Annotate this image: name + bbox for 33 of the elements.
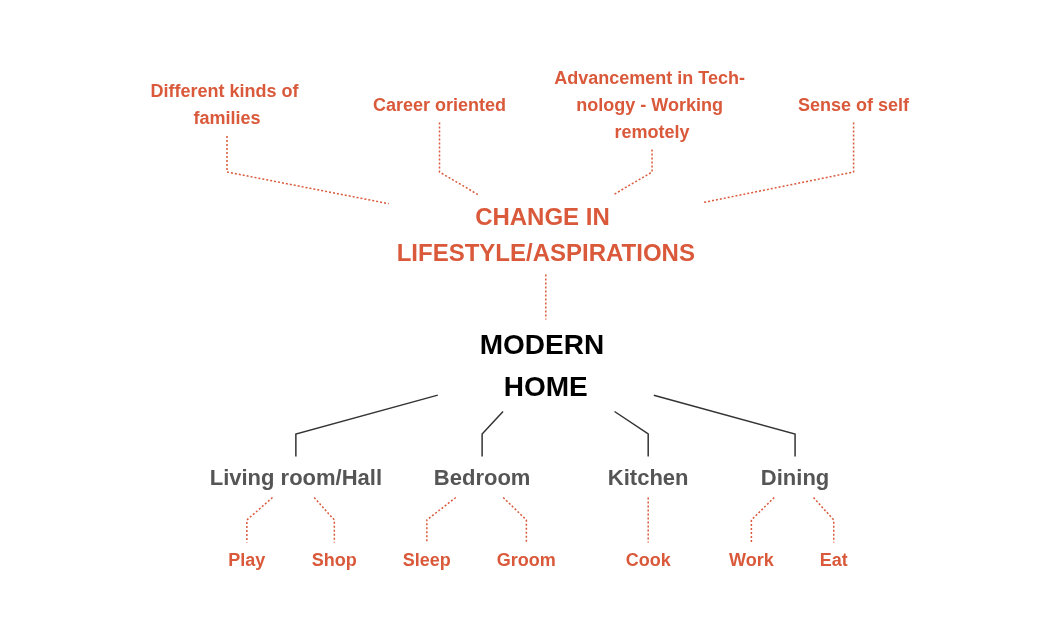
- node-text: Cook: [626, 549, 672, 570]
- node-text: Sleep: [403, 549, 452, 570]
- connector: [647, 496, 650, 544]
- node-text: Career oriented: [373, 94, 507, 115]
- node-text: Eat: [820, 549, 849, 570]
- node-text: Shop: [312, 549, 358, 570]
- connector: [813, 496, 835, 544]
- connector: [751, 496, 776, 544]
- node-text: Work: [729, 549, 775, 570]
- connector: [426, 496, 457, 544]
- node-text: MODERN HOME: [480, 328, 605, 402]
- connector: [439, 121, 479, 196]
- node-text: CHANGE IN LIFESTYLE/ASPIRATIONS: [397, 202, 696, 266]
- node-text: Kitchen: [608, 464, 689, 490]
- connector: [313, 496, 336, 544]
- connector: [226, 135, 390, 205]
- node-text: Advancement in Tech- nology - Working remotely: [554, 67, 746, 142]
- node-text: Dining: [761, 464, 830, 490]
- node-text: Bedroom: [434, 464, 531, 490]
- connector: [614, 410, 650, 458]
- connector: [545, 273, 547, 321]
- node-text: Different kinds of families: [150, 81, 299, 128]
- node-text: Groom: [497, 549, 557, 570]
- connector: [613, 148, 654, 196]
- node-text: Sense of self: [798, 94, 910, 115]
- connector: [246, 496, 274, 544]
- connector: [502, 496, 528, 544]
- node-text: Living room/Hall: [210, 464, 383, 490]
- connector: [481, 410, 505, 458]
- connector: [295, 394, 439, 458]
- connector: [653, 394, 797, 458]
- node-text: Play: [228, 549, 266, 570]
- connector: [702, 121, 855, 204]
